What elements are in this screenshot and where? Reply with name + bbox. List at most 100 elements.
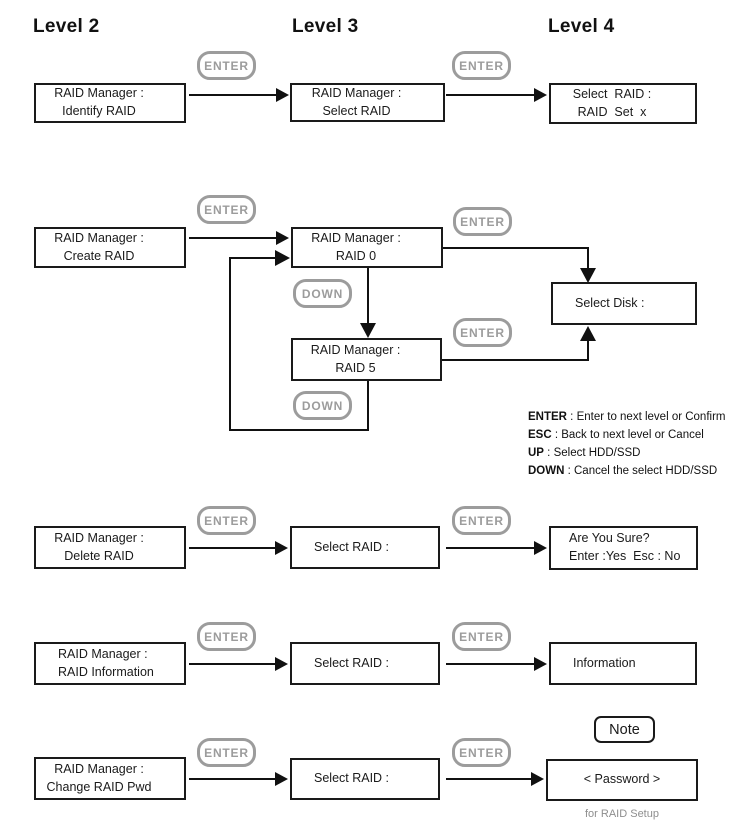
connector-line bbox=[367, 268, 369, 324]
key-legend: ENTER : Enter to next level or Confirm E… bbox=[528, 408, 752, 480]
enter-button: ENTER bbox=[197, 195, 256, 224]
enter-button-label: ENTER bbox=[459, 745, 504, 760]
legend-desc: : Cancel the select HDD/SSD bbox=[564, 465, 718, 477]
enter-button: ENTER bbox=[452, 506, 511, 535]
enter-button-label: ENTER bbox=[460, 214, 505, 229]
legend-key: ESC bbox=[528, 429, 552, 441]
box-select-raid-info: Select RAID : bbox=[290, 642, 440, 685]
enter-button-label: ENTER bbox=[204, 513, 249, 528]
arrowhead-down bbox=[580, 268, 596, 283]
connector-line bbox=[587, 247, 589, 269]
footnote-for-raid-setup: for RAID Setup bbox=[585, 808, 659, 820]
lcd-line: Are You Sure? bbox=[569, 531, 650, 546]
lcd-line: Create RAID bbox=[63, 248, 135, 263]
lcd-line: < Password > bbox=[583, 772, 661, 787]
box-raid-information-l2: RAID Manager : RAID Information bbox=[34, 642, 186, 685]
heading-level-3: Level 3 bbox=[292, 16, 359, 37]
lcd-line: RAID 5 bbox=[335, 360, 376, 375]
down-button-label: DOWN bbox=[301, 398, 344, 413]
arrow-create-to-raid0 bbox=[189, 231, 289, 245]
enter-button-label: ENTER bbox=[204, 629, 249, 644]
enter-button-label: ENTER bbox=[459, 513, 504, 528]
arrow-select-to-password bbox=[446, 772, 544, 786]
box-password: < Password > bbox=[546, 759, 698, 801]
lcd-line: RAID 0 bbox=[335, 248, 377, 263]
arrow-select-to-confirm bbox=[446, 541, 547, 555]
enter-button: ENTER bbox=[453, 207, 512, 236]
note-button-label: Note bbox=[609, 721, 640, 738]
connector-line bbox=[367, 381, 369, 431]
connector-line bbox=[229, 257, 275, 259]
enter-button: ENTER bbox=[452, 738, 511, 767]
arrowhead-right bbox=[275, 250, 290, 266]
lcd-line: Select RAID : bbox=[572, 86, 652, 101]
enter-button: ENTER bbox=[452, 51, 511, 80]
enter-button: ENTER bbox=[197, 51, 256, 80]
box-are-you-sure: Are You Sure? Enter :Yes Esc : No bbox=[549, 526, 698, 570]
lcd-line: Identify RAID bbox=[62, 104, 136, 118]
heading-level-4: Level 4 bbox=[548, 16, 615, 37]
legend-desc: : Enter to next level or Confirm bbox=[566, 411, 726, 423]
arrowhead-down bbox=[360, 323, 376, 338]
enter-button: ENTER bbox=[197, 506, 256, 535]
lcd-line: Information bbox=[573, 655, 636, 670]
lcd-line: RAID Manager : bbox=[54, 761, 144, 776]
arrow-pwd-to-select bbox=[189, 772, 288, 786]
connector-line bbox=[229, 257, 231, 431]
arrow-info-to-select bbox=[189, 657, 288, 671]
box-select-raid-l3: RAID Manager : Select RAID bbox=[290, 83, 445, 122]
legend-key: ENTER bbox=[528, 411, 567, 423]
lcd-line: RAID Manager : bbox=[54, 86, 144, 101]
lcd-line: Select RAID : bbox=[314, 539, 390, 554]
lcd-line: Select RAID : bbox=[314, 771, 390, 786]
arrow-select-to-raidset bbox=[446, 88, 547, 102]
lcd-line: RAID Manager : bbox=[58, 646, 148, 661]
enter-button-label: ENTER bbox=[204, 745, 249, 760]
box-select-raid-delete: Select RAID : bbox=[290, 526, 440, 569]
arrow-identify-to-select bbox=[189, 88, 289, 102]
connector-line bbox=[443, 247, 589, 249]
enter-button: ENTER bbox=[197, 622, 256, 651]
enter-button-label: ENTER bbox=[459, 629, 504, 644]
lcd-line: RAID Manager : bbox=[311, 230, 401, 245]
lcd-line: Select RAID bbox=[322, 103, 391, 118]
enter-button-label: ENTER bbox=[204, 58, 249, 73]
box-create-raid: RAID Manager : Create RAID bbox=[34, 227, 186, 268]
legend-line-esc: ESC : Back to next level or Cancel bbox=[528, 426, 752, 444]
legend-key: UP bbox=[528, 447, 544, 459]
box-identify-raid: RAID Manager : Identify RAID bbox=[34, 83, 186, 123]
enter-button: ENTER bbox=[453, 318, 512, 347]
arrow-select-to-information bbox=[446, 657, 547, 671]
heading-level-2: Level 2 bbox=[33, 16, 100, 37]
lcd-line: Change RAID Pwd bbox=[46, 779, 152, 794]
box-raid-5: RAID Manager : RAID 5 bbox=[291, 338, 442, 381]
box-raid-set-x: Select RAID : RAID Set x bbox=[549, 83, 697, 124]
box-select-raid-pwd: Select RAID : bbox=[290, 758, 440, 800]
lcd-line: Delete RAID bbox=[64, 548, 134, 563]
box-delete-raid: RAID Manager : Delete RAID bbox=[34, 526, 186, 569]
enter-button: ENTER bbox=[197, 738, 256, 767]
enter-button: ENTER bbox=[452, 622, 511, 651]
connector-line bbox=[229, 429, 369, 431]
enter-button-label: ENTER bbox=[459, 58, 504, 73]
enter-button-label: ENTER bbox=[204, 202, 249, 217]
down-button: DOWN bbox=[293, 391, 352, 420]
legend-desc: : Back to next level or Cancel bbox=[551, 429, 704, 441]
legend-desc: : Select HDD/SSD bbox=[543, 447, 641, 459]
legend-line-enter: ENTER : Enter to next level or Confirm bbox=[528, 408, 752, 426]
note-button: Note bbox=[594, 716, 655, 743]
lcd-line: Enter :Yes Esc : No bbox=[569, 549, 681, 563]
box-raid-0: RAID Manager : RAID 0 bbox=[291, 227, 443, 268]
lcd-line: Select RAID : bbox=[314, 655, 390, 670]
connector-line bbox=[587, 340, 589, 361]
box-information: Information bbox=[549, 642, 697, 685]
box-select-disk: Select Disk : bbox=[551, 282, 697, 325]
lcd-line: RAID Manager : bbox=[310, 342, 401, 357]
legend-key: DOWN bbox=[528, 465, 565, 477]
lcd-line: RAID Manager : bbox=[54, 530, 144, 545]
legend-line-up: UP : Select HDD/SSD bbox=[528, 444, 752, 462]
enter-button-label: ENTER bbox=[460, 325, 505, 340]
lcd-line: RAID Manager : bbox=[311, 85, 402, 100]
arrow-delete-to-select bbox=[189, 541, 288, 555]
down-button-label: DOWN bbox=[301, 286, 344, 301]
